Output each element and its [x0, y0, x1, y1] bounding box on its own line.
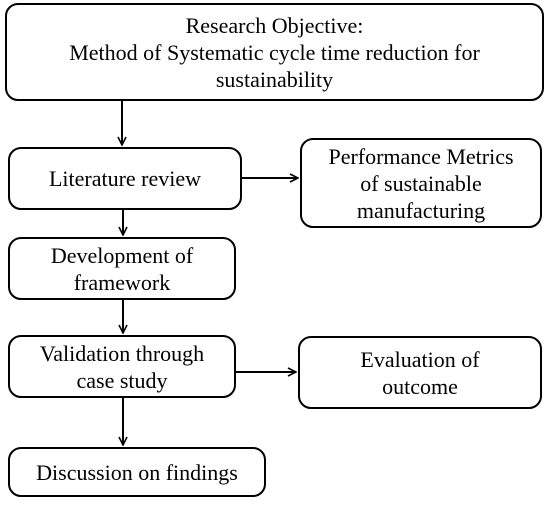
- validation-case-study-box: Validation through case study: [8, 335, 236, 398]
- development-line-1: Development of: [50, 242, 194, 268]
- performance-metrics-line-1: Performance Metrics: [328, 143, 514, 169]
- literature-review-box: Literature review: [8, 147, 242, 210]
- validation-line-2: case study: [76, 367, 168, 393]
- research-objective-line-2: Method of Systematic cycle time reductio…: [69, 39, 480, 65]
- development-framework-box: Development of framework: [8, 237, 236, 300]
- performance-metrics-box: Performance Metrics of sustainable manuf…: [300, 138, 542, 228]
- research-objective-line-3: sustainability: [215, 66, 334, 92]
- research-objective-box: Research Objective: Method of Systematic…: [5, 3, 544, 101]
- discussion-findings-box: Discussion on findings: [8, 447, 266, 497]
- performance-metrics-line-3: manufacturing: [356, 197, 486, 223]
- performance-metrics-line-2: of sustainable: [360, 170, 482, 196]
- evaluation-line-1: Evaluation of: [360, 346, 480, 372]
- research-objective-line-1: Research Objective:: [185, 12, 364, 38]
- development-line-2: framework: [73, 269, 171, 295]
- evaluation-line-2: outcome: [382, 373, 458, 399]
- evaluation-outcome-box: Evaluation of outcome: [298, 336, 542, 409]
- validation-line-1: Validation through: [39, 340, 205, 366]
- discussion-label: Discussion on findings: [36, 459, 238, 485]
- literature-review-label: Literature review: [48, 166, 202, 191]
